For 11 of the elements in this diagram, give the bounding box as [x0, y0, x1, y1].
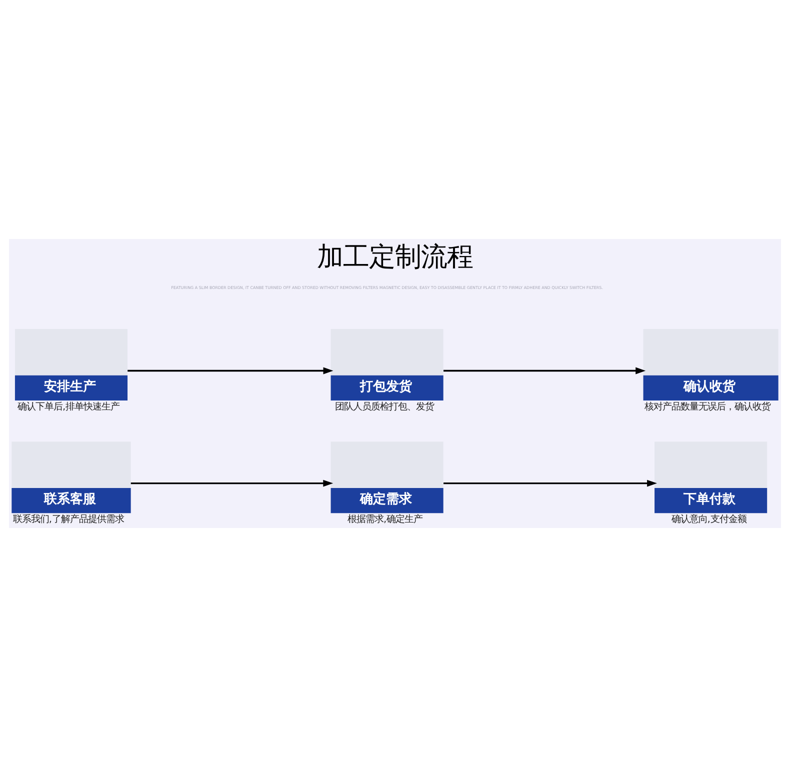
node-label: 确认意向,支付金额 — [671, 514, 746, 525]
node-label: 核对产品数量无误后，确认收货 — [644, 401, 771, 412]
diagram-title: 加工定制流程 — [317, 241, 473, 272]
arrow — [130, 480, 334, 487]
node-label: 根据需求,确定生产 — [348, 514, 423, 525]
arrow — [444, 367, 646, 374]
node-label: 联系我们,了解产品提供需求 — [12, 514, 124, 525]
arrow — [444, 480, 657, 487]
node-label: 团队人员质检打包、发货 — [335, 401, 434, 412]
arrow — [128, 367, 334, 374]
node-label: 确认下单后,排单快速生产 — [18, 401, 120, 412]
